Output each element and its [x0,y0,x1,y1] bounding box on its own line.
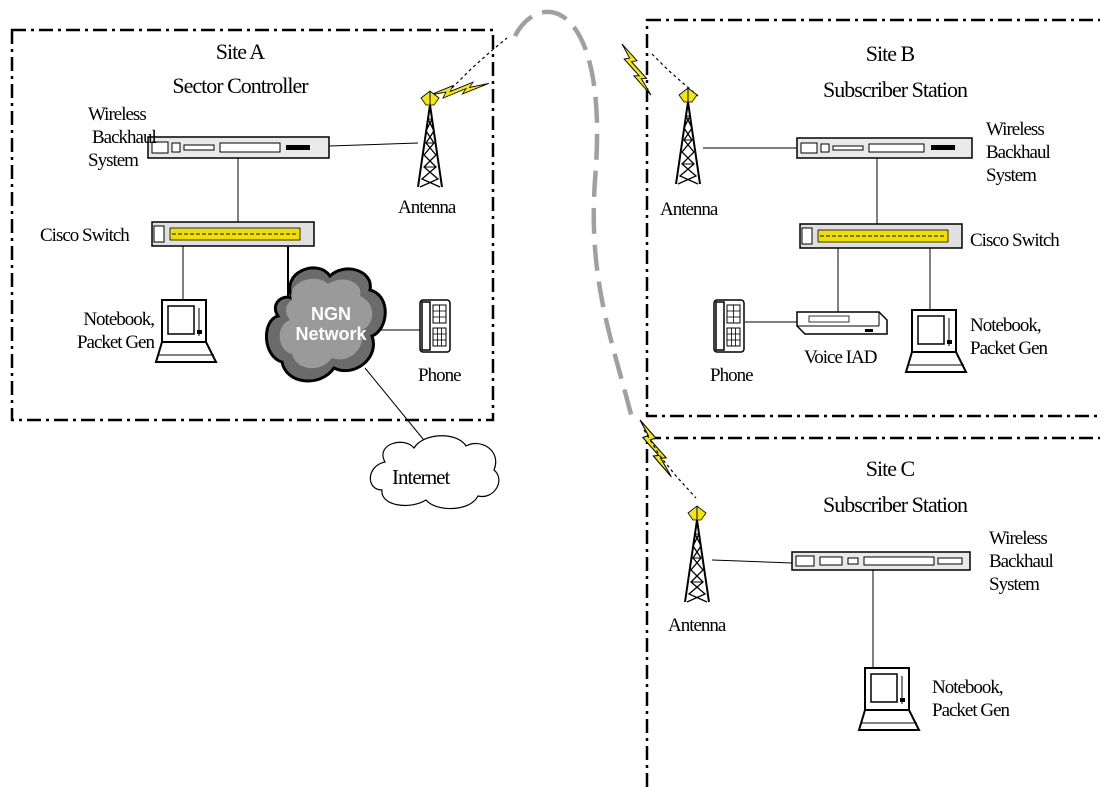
notebook-icon [858,667,920,731]
voice-iad-label: Voice IAD [804,347,877,368]
wireless-backhaul-label: Wireless Backhaul System [986,118,1051,187]
site-a-title: Site A [215,39,265,64]
phone-label: Phone [710,365,753,386]
label-line: Notebook, [932,677,1004,698]
site-a-subtitle: Sector Controller [172,73,308,98]
label-line: Packet Gen [970,338,1048,359]
wireless-backhaul-device [791,551,971,571]
wireless-backhaul-device [147,136,330,159]
antenna-label: Antenna [668,615,726,636]
notebook-label: Notebook, Packet Gen [58,308,155,354]
label-line: Wireless [88,104,147,125]
lightning-icon [632,419,680,478]
phone-icon [419,299,451,353]
antenna-label: Antenna [660,199,718,220]
lightning-icon [429,58,490,120]
notebook-label: Notebook, Packet Gen [970,314,1048,360]
internet-label: Internet [392,465,450,489]
phone-icon [713,299,745,353]
site-b-title: Site B [865,41,915,66]
label-line: System [989,574,1040,595]
antenna-icon [684,505,710,603]
label-line: System [986,165,1037,186]
label-line: Notebook, [970,315,1042,336]
site-c-subtitle: Subscriber Station [823,492,968,517]
label-line: Backhaul [986,142,1051,163]
site-c-boundary [645,436,1100,787]
wireless-link-arc [513,9,635,419]
notebook-icon [905,309,967,373]
lightning-icon [612,43,661,96]
label-line: System [88,150,139,171]
wireless-backhaul-label: Wireless Backhaul System [88,103,157,172]
label-line: Packet Gen [932,700,1010,721]
wireless-backhaul-label: Wireless Backhaul System [985,527,1054,596]
antenna-icon [417,90,443,188]
switch-icon [151,221,315,247]
site-a-boundary [10,28,495,422]
label-line: NGN [311,304,351,324]
label-line: Wireless [989,528,1048,549]
label-line: Notebook, [83,309,155,330]
notebook-label: Notebook, Packet Gen [932,676,1010,722]
switch-label: Cisco Switch [40,225,130,246]
label-line: Wireless [986,119,1045,140]
label-line: Backhaul [989,551,1054,572]
label-line: Packet Gen [76,332,155,353]
antenna-icon [675,87,701,185]
site-b-subtitle: Subscriber Station [823,77,968,102]
phone-label: Phone [418,365,461,386]
label-line: Network [295,324,367,344]
site-c-title: Site C [865,456,915,481]
switch-icon [799,223,963,249]
internet-cloud-icon [369,435,500,510]
antenna-label: Antenna [398,197,456,218]
switch-label: Cisco Switch [970,230,1060,251]
site-b-boundary [645,18,1100,418]
notebook-icon [155,299,217,363]
voice-iad-icon [796,311,888,335]
wireless-backhaul-device [796,137,973,159]
ngn-network-label: NGN Network [286,304,376,344]
label-line: Backhaul [92,127,157,148]
ngn-cloud-icon [265,266,387,383]
